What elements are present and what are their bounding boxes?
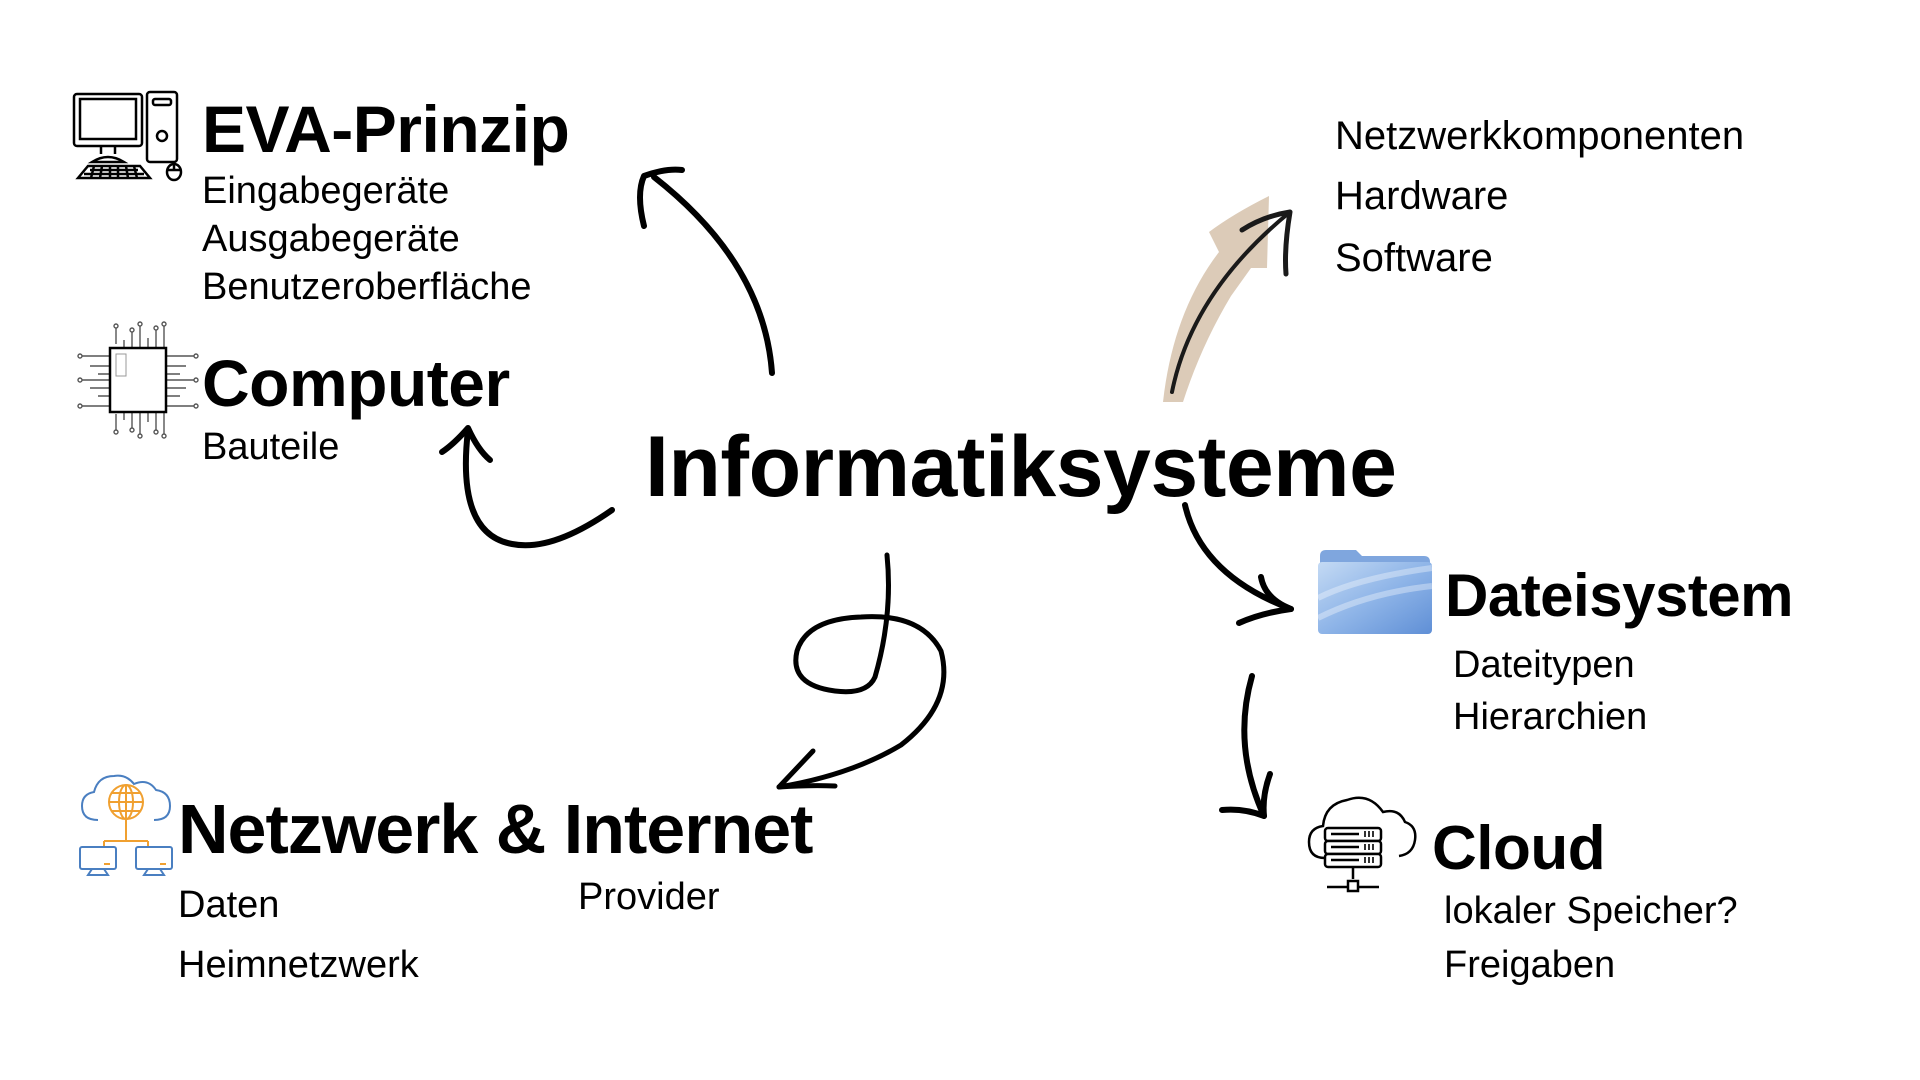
eva-heading: EVA-Prinzip bbox=[202, 92, 570, 166]
computer-item: Bauteile bbox=[202, 426, 340, 468]
eva-item: Benutzeroberfläche bbox=[202, 266, 532, 308]
filesystem-item: Dateitypen bbox=[1453, 644, 1635, 686]
network-heading: Netzwerk & Internet bbox=[178, 790, 813, 868]
main-title: Informatiksysteme bbox=[645, 419, 1397, 515]
network-item: Daten bbox=[178, 884, 280, 926]
cloud-server-icon bbox=[1307, 796, 1417, 893]
eva-item: Ausgabegeräte bbox=[202, 218, 460, 260]
network-item-provider: Provider bbox=[578, 876, 720, 918]
arrow-to-computer bbox=[439, 425, 615, 549]
network-item: Heimnetzwerk bbox=[178, 944, 419, 986]
component-item: Software bbox=[1335, 236, 1493, 280]
eva-item: Eingabegeräte bbox=[202, 170, 450, 212]
component-item: Hardware bbox=[1335, 174, 1509, 218]
desktop-computer-icon bbox=[72, 90, 183, 182]
computer-heading: Computer bbox=[202, 346, 510, 420]
arrow-to-components bbox=[1163, 196, 1293, 402]
arrow-to-filesystem bbox=[1182, 502, 1294, 626]
folder-icon bbox=[1316, 550, 1433, 634]
microchip-icon bbox=[77, 321, 199, 439]
cloud-heading: Cloud bbox=[1432, 814, 1606, 883]
arrow-to-cloud bbox=[1219, 673, 1273, 819]
arrow-to-network bbox=[776, 552, 947, 790]
cloud-item: Freigaben bbox=[1444, 944, 1616, 986]
filesystem-heading: Dateisystem bbox=[1445, 562, 1794, 629]
filesystem-item: Hierarchien bbox=[1453, 696, 1648, 738]
cloud-item: lokaler Speicher? bbox=[1444, 890, 1738, 932]
component-item: Netzwerkkomponenten bbox=[1335, 114, 1745, 158]
arrow-to-eva bbox=[637, 166, 775, 376]
cloud-network-icon bbox=[79, 774, 173, 876]
